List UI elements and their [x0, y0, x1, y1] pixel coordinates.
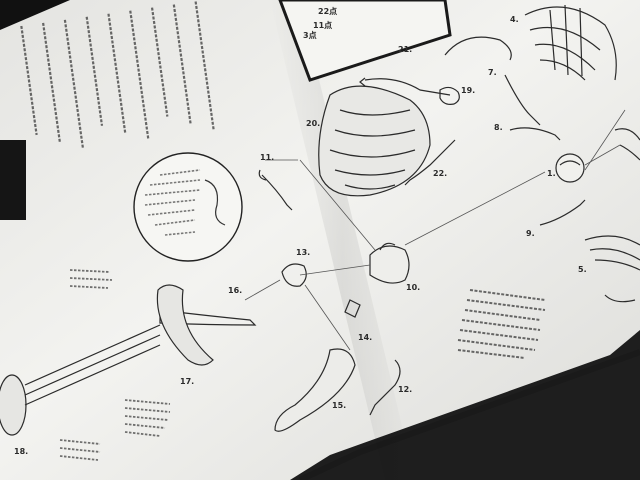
part-torso — [369, 242, 410, 284]
label-part-19: 19. — [461, 86, 475, 95]
label-part-15: 15. — [332, 401, 346, 410]
label-part-1: 1. — [547, 169, 556, 178]
box-note-line2: 11点 — [313, 20, 332, 30]
text-line — [42, 22, 61, 142]
part-strand-2 — [539, 199, 586, 226]
corner-band — [0, 0, 70, 30]
text-line — [107, 13, 127, 133]
label-part-12: 12. — [398, 385, 412, 394]
part-leg-right — [369, 359, 401, 416]
text-line — [20, 25, 38, 136]
part-support-rods — [24, 324, 161, 406]
box-note-line3: 3点 — [303, 30, 317, 40]
text-line — [129, 10, 150, 140]
label-part-22: 22. — [433, 169, 447, 178]
label-part-4: 4. — [510, 15, 519, 24]
part-arm-left — [261, 174, 293, 211]
label-part-5: 5. — [578, 265, 587, 274]
text-column-right — [457, 289, 546, 359]
text-notes-bottom — [59, 269, 171, 461]
label-part-17: 17. — [180, 377, 194, 386]
part-upper-arm — [364, 78, 451, 96]
label-part-13: 13. — [296, 248, 310, 257]
label-part-21: 21. — [398, 45, 412, 54]
assembly-lines — [244, 109, 626, 351]
part-number-labels: 1. 4. 5. 7. 8. 9. 10. 11. 12. 13. 14. 15… — [14, 15, 587, 456]
label-part-7: 7. — [488, 68, 497, 77]
text-line — [63, 19, 85, 149]
part-hair-back — [524, 4, 617, 81]
part-hair-side — [584, 235, 640, 271]
label-part-18: 18. — [14, 447, 28, 456]
label-part-16: 16. — [228, 286, 242, 295]
part-hairpin — [444, 36, 512, 61]
part-strand — [509, 127, 561, 141]
text-line — [194, 1, 215, 131]
text-line — [85, 16, 104, 126]
part-skirt — [318, 85, 431, 197]
label-part-8: 8. — [494, 123, 503, 132]
fold-crease — [270, 0, 415, 480]
text-line — [150, 7, 169, 117]
left-side-tab — [0, 140, 26, 220]
detail-circle — [133, 152, 243, 262]
part-stand-arc — [156, 284, 214, 366]
label-part-11: 11. — [260, 153, 274, 162]
part-hand — [439, 86, 460, 105]
parts-diagram — [0, 4, 640, 436]
parts-count-box: 22点 11点 3点 — [278, 0, 452, 82]
box-note-line1: 22点 — [318, 6, 337, 16]
part-head — [555, 153, 585, 183]
paper-border-band — [298, 349, 640, 480]
part-hips — [281, 263, 307, 287]
part-leg-lower — [274, 348, 356, 432]
part-forearm — [404, 139, 456, 186]
label-part-20: 20. — [306, 119, 320, 128]
label-part-14: 14. — [358, 333, 372, 342]
label-part-9: 9. — [526, 229, 535, 238]
part-base — [0, 374, 27, 436]
text-line — [172, 4, 192, 124]
text-column-left — [20, 1, 215, 149]
part-joint — [344, 299, 361, 318]
label-part-10: 10. — [406, 283, 420, 292]
